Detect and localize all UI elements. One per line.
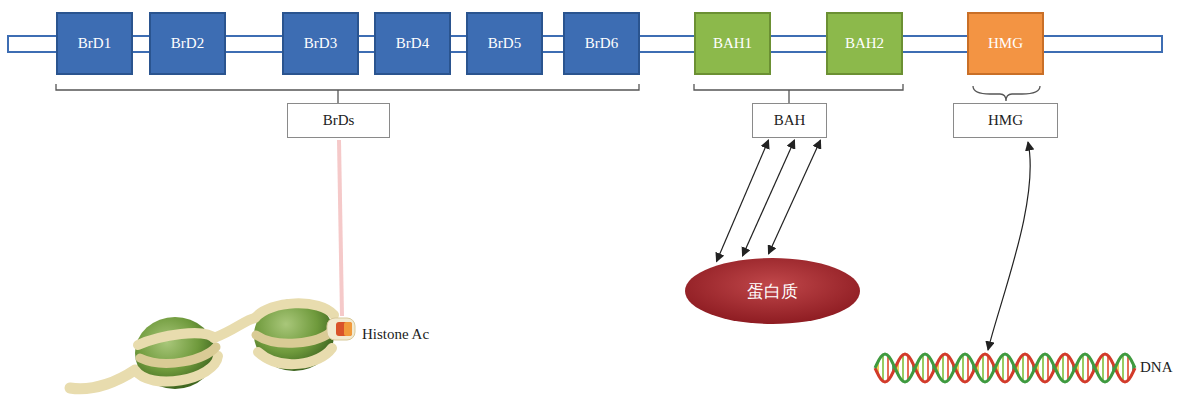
node-label: BrD2: [171, 35, 204, 52]
bah-domain-box: BAH1: [694, 12, 771, 75]
bromodomain-box: BrD5: [466, 12, 543, 75]
bah-domain-box: BAH2: [826, 12, 903, 75]
brace: [973, 86, 1040, 101]
interaction-arrow: [743, 140, 795, 256]
bromodomain-box: BrD6: [563, 12, 640, 75]
node-label: HMG: [988, 35, 1023, 52]
interaction-arrow: [769, 140, 821, 254]
node-label: BrD6: [585, 35, 618, 52]
bromodomain-box: BrD2: [149, 12, 226, 75]
group-label-box: HMG: [953, 103, 1058, 138]
bromodomain-box: BrD1: [56, 12, 133, 75]
group-label-box: BrDs: [287, 103, 390, 138]
nucleosome: [70, 299, 355, 389]
node-label: BrDs: [323, 112, 355, 129]
dna-label: DNA: [1140, 359, 1173, 376]
modification-label: Histone Ac: [362, 326, 429, 343]
bromodomain-box: BrD3: [282, 12, 359, 75]
binding-line: [339, 140, 342, 316]
protein-bar: [8, 36, 1162, 52]
node-label: BrD5: [488, 35, 521, 52]
node-label: BAH1: [713, 35, 752, 52]
node-label: BAH2: [845, 35, 884, 52]
group-label-box: BAH: [752, 103, 827, 138]
bracket: [56, 84, 639, 103]
dna-helix: [875, 354, 1135, 382]
binding-arrow: [988, 142, 1030, 350]
bracket: [694, 84, 903, 103]
hmg-domain-box: HMG: [967, 12, 1044, 75]
bromodomain-box: BrD4: [374, 12, 451, 75]
node-label: BAH: [774, 112, 806, 129]
node-label: BrD1: [78, 35, 111, 52]
node-label: BrD4: [396, 35, 429, 52]
interaction-arrow: [717, 140, 769, 262]
protein-ellipse: 蛋白质: [685, 258, 860, 324]
node-label: 蛋白质: [747, 280, 798, 303]
node-label: BrD3: [304, 35, 337, 52]
node-label: HMG: [988, 112, 1023, 129]
